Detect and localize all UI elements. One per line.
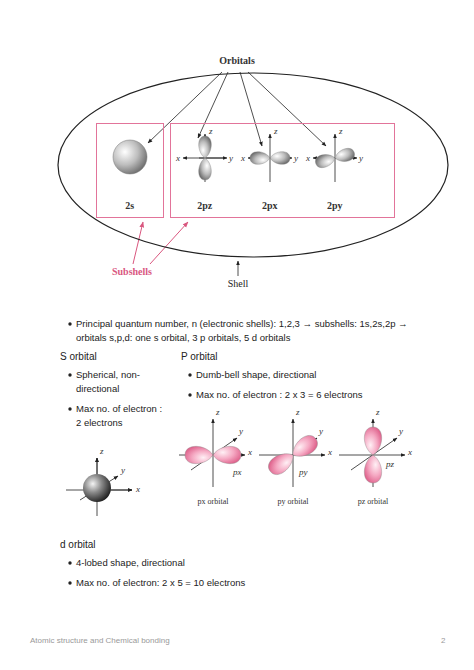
orbital-lobe: [270, 152, 290, 165]
axis-label: x: [328, 447, 332, 457]
axis-line: [213, 419, 214, 487]
page-footer: Atomic structure and Chemical bonding: [30, 636, 170, 646]
figure-caption: py orbital: [278, 497, 309, 507]
orbital-lobe: [364, 455, 381, 483]
axis-label: z: [274, 126, 278, 136]
axis-label: y: [229, 153, 233, 163]
bullet-text: Max no. of electron : 2 x 3 = 6 electron…: [196, 388, 363, 402]
orbital-lobe: [185, 446, 213, 463]
bullet-dot: [188, 393, 191, 396]
subshell-name: 2s: [125, 200, 134, 212]
axis-line: [199, 158, 227, 159]
orbital-name: 2py: [327, 200, 343, 212]
bullet-text: Dumb-bell shape, directional: [196, 368, 316, 382]
axis-label: z: [376, 407, 380, 417]
leader-arrow: [238, 261, 239, 276]
s-orbital-sphere: [83, 474, 111, 502]
axis-label: y: [294, 153, 298, 163]
bullet-dot: [68, 561, 71, 564]
axis-label: x: [248, 447, 252, 457]
axis-label: y: [121, 465, 125, 475]
orbital-name: 2pz: [197, 200, 212, 212]
s-orbital-sphere: [113, 140, 147, 174]
axis-label: z: [209, 126, 213, 136]
bullet-dot: [68, 373, 71, 376]
axis-label: x: [306, 153, 310, 163]
axis-label: z: [296, 407, 300, 417]
axis-label: y: [239, 426, 243, 436]
orbital-lobe: [199, 136, 212, 158]
axis-line: [97, 458, 98, 474]
leader-arrow: [198, 72, 228, 138]
page-number: 2: [441, 636, 445, 646]
orbital-lobe: [265, 448, 298, 478]
subshell-box: 2pz 2px 2py: [170, 123, 395, 218]
figure-caption: px orbital: [198, 497, 229, 507]
section-heading: P orbital: [181, 350, 218, 363]
axis-label: x: [136, 484, 140, 494]
axis-label: x: [408, 447, 412, 457]
bullet-dot: [68, 407, 71, 410]
callout-label: Subshells: [112, 266, 152, 278]
leader-arrow: [133, 222, 143, 264]
orbital-lobe: [333, 147, 356, 164]
axis-label: y: [399, 426, 403, 436]
bullet-text: Max no. of electron: 2 x 5 = 10 electron…: [76, 576, 245, 590]
callout-label: Orbitals: [217, 55, 257, 67]
leader-arrow: [248, 72, 326, 146]
bullet-dot: [68, 322, 71, 325]
axis-label: x: [176, 153, 180, 163]
bullet-text: Max no. of electron : 2 electrons: [76, 402, 166, 430]
orbital-label: px: [233, 467, 242, 477]
orbital-lobe: [199, 158, 212, 180]
bullet-text: Spherical, non-directional: [76, 368, 166, 396]
shell-ellipse-outline: [58, 73, 448, 257]
axis-label: x: [241, 153, 245, 163]
shell-label: Shell: [228, 278, 249, 290]
orbital-lobe: [314, 152, 337, 169]
axis-label: y: [359, 153, 363, 163]
bullet-dot: [68, 581, 71, 584]
leader-arrow: [240, 72, 262, 146]
bullet-dot: [188, 373, 191, 376]
section-heading: d orbital: [60, 538, 96, 551]
leader-arrow: [150, 222, 188, 264]
orbital-label: py: [299, 467, 308, 477]
orbital-name: 2px: [262, 200, 278, 212]
axis-label: z: [100, 446, 104, 456]
section-heading: S orbital: [60, 350, 97, 363]
leader-arrow: [148, 72, 222, 143]
axis-line: [111, 490, 132, 491]
axis-label: y: [319, 426, 323, 436]
orbital-label: pz: [386, 459, 394, 469]
orbital-lobe: [250, 152, 270, 165]
orbital-lobe: [213, 446, 241, 463]
subshell-box: 2s: [96, 123, 164, 218]
axis-label: z: [339, 126, 343, 136]
orbital-lobe: [364, 427, 381, 455]
bullet-text: 4-lobed shape, directional: [76, 556, 185, 570]
figure-caption: pz orbital: [358, 497, 388, 507]
axis-label: z: [216, 407, 220, 417]
bullet-text: Principal quantum number, n (electronic …: [76, 317, 428, 345]
